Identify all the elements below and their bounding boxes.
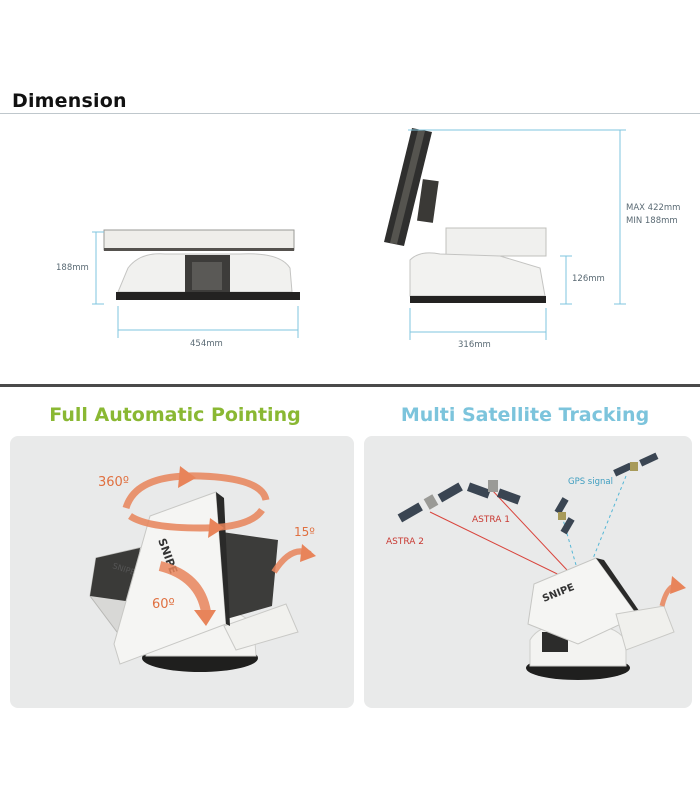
satellite-astra1-icon [466,480,521,505]
front-view-antenna [103,229,300,300]
front-width-label: 454mm [190,339,223,349]
skew-arrowhead-icon [300,544,316,562]
dimension-drawings [92,128,626,340]
base-height-label: 126mm [572,274,605,284]
rotation-arrowhead-icon [178,466,196,488]
satellite-astra2-icon [397,482,463,523]
min-height-label: MIN 188mm [626,216,678,226]
side-depth-label: 316mm [458,340,491,350]
satellite-gps1-icon [554,497,575,535]
tracking-title: Multi Satellite Tracking [400,404,650,426]
side-view-dimension-lines [408,129,626,340]
rotation-label: 360º [98,475,129,490]
dimension-divider [0,113,700,114]
tilt-arrowhead-icon [194,610,216,626]
rotation-arrow [122,472,270,532]
tracking-panel: SNIPE ASTRA 2 ASTRA 1 GPS signal [364,436,692,708]
max-height-label: MAX 422mm [626,203,681,213]
side-view-antenna [384,128,547,303]
tilt-arrow [158,561,211,614]
tilt-label: 60º [152,597,175,612]
pointing-illustration: SNIPE SNIPE 360º 60º 15º [89,466,316,672]
height-closed-label: 188mm [56,263,89,273]
rotation-arrowhead-icon [208,518,224,538]
tracking-illustration: SNIPE ASTRA 2 ASTRA 1 GPS signal [386,452,686,680]
tracking-antenna: SNIPE [526,557,675,680]
section-separator [0,384,700,387]
satellite-gps2-icon [613,452,659,477]
gps-signal-label: GPS signal [568,477,613,487]
pointing-panel: SNIPE SNIPE 360º 60º 15º [10,436,354,708]
tracking-arrowhead-icon [670,576,686,594]
pointing-title: Full Automatic Pointing [49,404,301,426]
skew-label: 15º [294,525,315,539]
astra1-label: ASTRA 1 [472,515,510,525]
front-view-dimension-lines [92,231,299,338]
dimension-title: Dimension [12,90,127,112]
astra2-label: ASTRA 2 [386,537,424,547]
